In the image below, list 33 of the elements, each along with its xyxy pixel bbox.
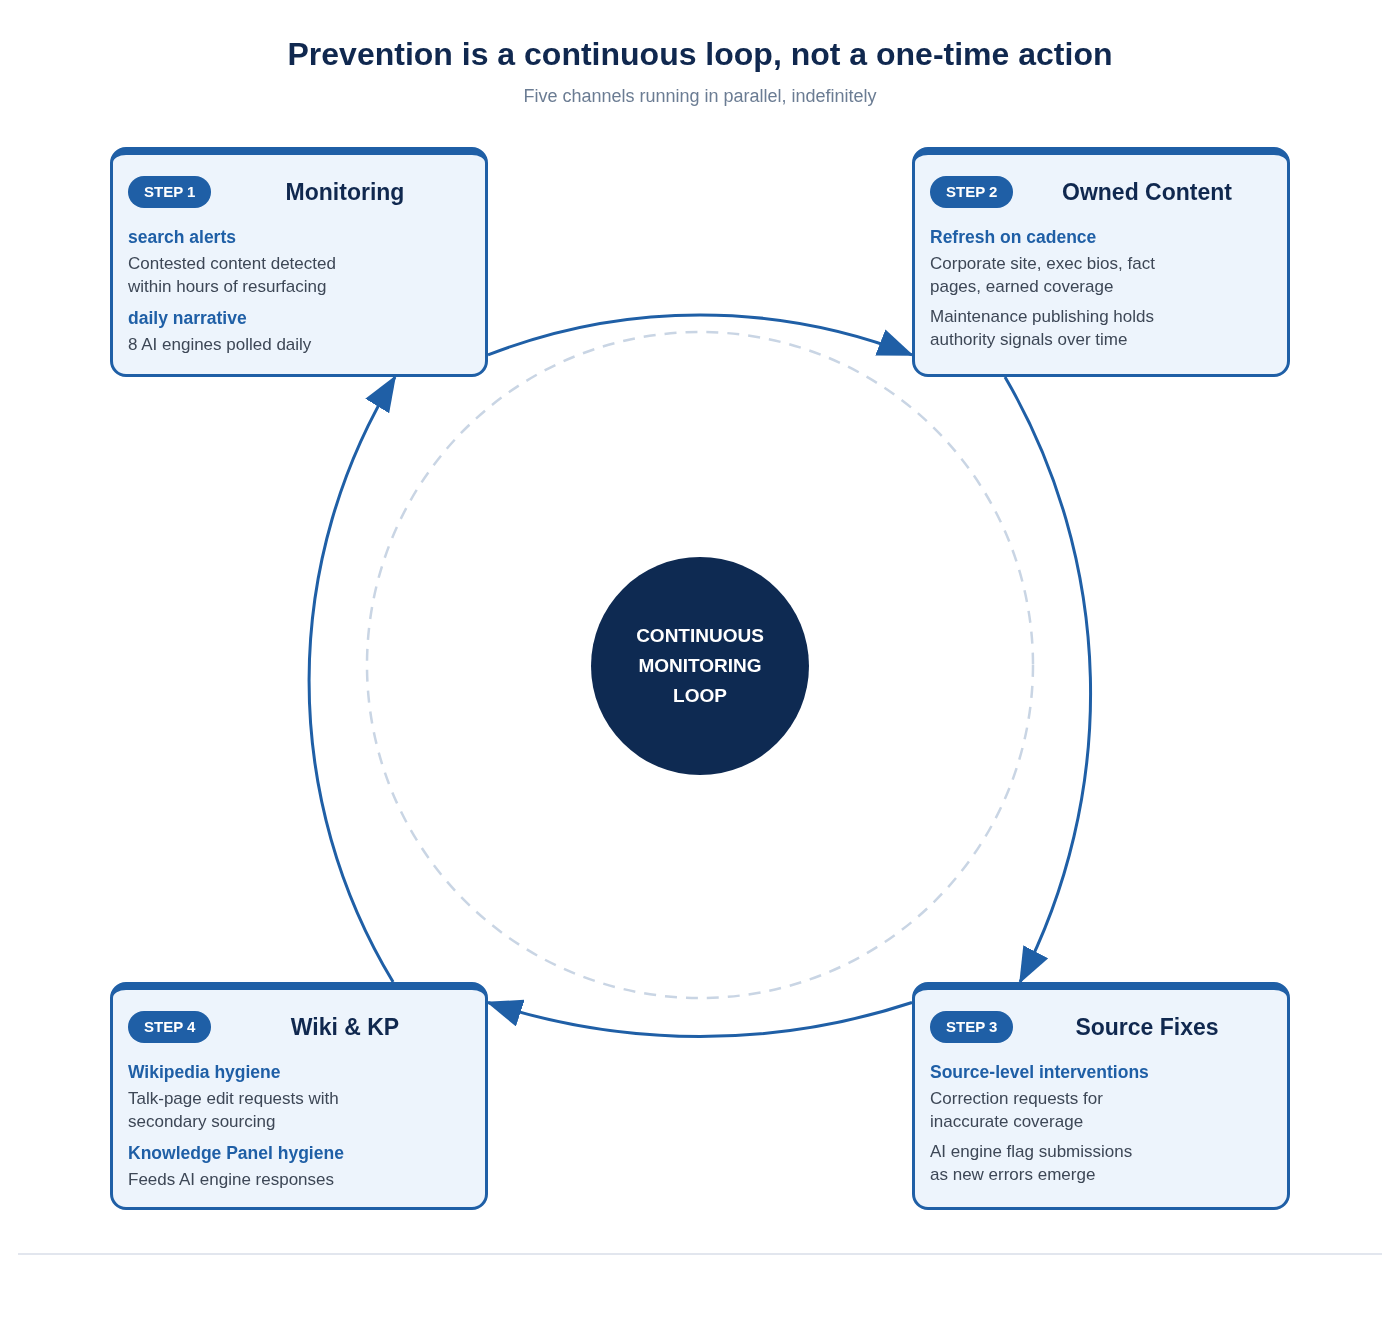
- step-card: [912, 982, 1290, 1210]
- step-card: [912, 147, 1290, 377]
- loop-arrow: [487, 313, 914, 358]
- step-badge: STEP 3: [930, 1011, 1014, 1043]
- diagram-subtitle: Five channels running in parallel, indefinitely: [523, 85, 877, 107]
- card-body-text: Feeds AI engine responses: [128, 1169, 335, 1191]
- card-body-text: Corporate site, exec bios, fact pages, earned coverage: [930, 253, 1156, 298]
- card-subheading: Wikipedia hygiene: [128, 1061, 281, 1084]
- card-heading: Wiki & KP: [290, 1013, 400, 1042]
- card-heading: Monitoring: [285, 178, 405, 207]
- step-badge: STEP 4: [128, 1011, 212, 1043]
- loop-arrow: [1003, 376, 1092, 984]
- center-label: CONTINUOUS MONITORING LOOP: [635, 624, 765, 708]
- step-card: [110, 147, 488, 377]
- card-subheading: daily narrative: [128, 307, 247, 330]
- card-body-text: Correction requests for inaccurate coverage: [930, 1088, 1104, 1133]
- card-body-text: Talk-page edit requests with secondary sourcing: [128, 1088, 340, 1133]
- step-badge: STEP 1: [128, 176, 212, 208]
- card-heading: Owned Content: [1062, 178, 1232, 207]
- loop-arrow: [486, 997, 913, 1037]
- step-badge: STEP 2: [930, 176, 1014, 208]
- card-body-text: Contested content detected within hours of resurfacing: [128, 253, 337, 298]
- card-subheading: Source-level interventions: [930, 1061, 1149, 1084]
- card-body-text: 8 AI engines polled daily: [128, 334, 312, 356]
- card-subheading: Refresh on cadence: [930, 226, 1097, 249]
- diagram-title: Prevention is a continuous loop, not a one-time action: [287, 35, 1113, 73]
- card-subheading: search alerts: [128, 226, 236, 249]
- card-heading: Source Fixes: [1075, 1013, 1219, 1042]
- card-body-text: Maintenance publishing holds authority signals over time: [930, 306, 1155, 351]
- step-card: [110, 982, 488, 1210]
- loop-arrow: [308, 375, 397, 983]
- card-body-text: AI engine flag submissions as new errors emerge: [930, 1141, 1134, 1186]
- card-subheading: Knowledge Panel hygiene: [128, 1142, 344, 1165]
